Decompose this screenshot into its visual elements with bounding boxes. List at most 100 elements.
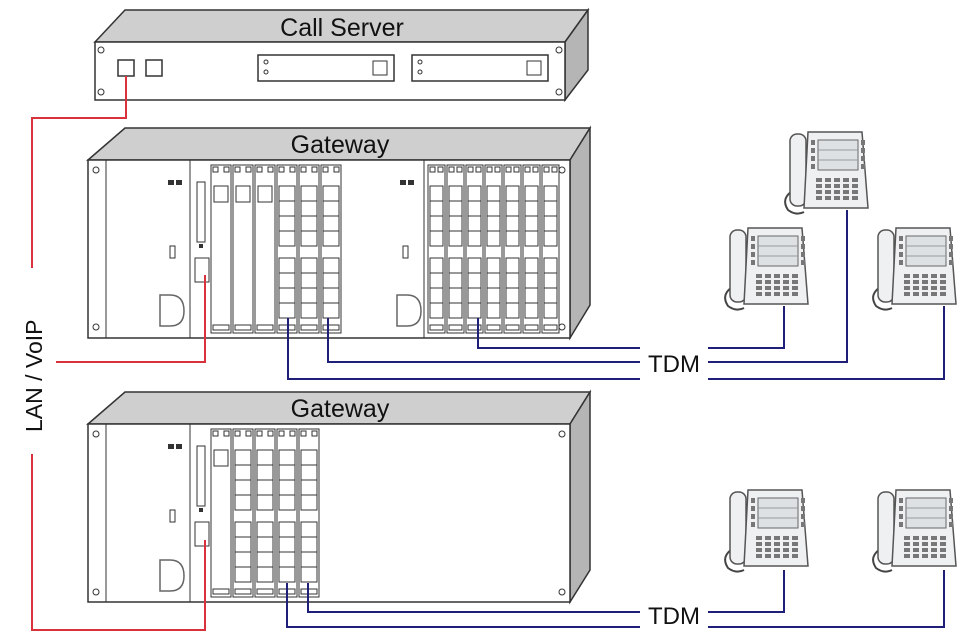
card-handle [256, 324, 274, 331]
line-card [210, 164, 232, 334]
card-handle [429, 324, 444, 331]
phone-key [843, 184, 849, 188]
phone-display [757, 497, 799, 529]
phone-key [899, 514, 903, 519]
phone-key [899, 498, 903, 503]
power-switch [169, 509, 176, 523]
phone-key [783, 554, 789, 558]
power-unit-d-logo [159, 294, 185, 327]
phone-key [825, 196, 831, 200]
port-block [235, 185, 251, 203]
phone-key [861, 140, 865, 145]
card-column-group [427, 164, 560, 334]
line-card [465, 164, 484, 334]
line-card [446, 164, 465, 334]
phone-key [783, 274, 789, 278]
card-led [551, 166, 558, 173]
phone-key [801, 244, 805, 249]
phone-key [843, 190, 849, 194]
phone-key [792, 542, 798, 546]
drive-led [417, 59, 423, 65]
card-handle [448, 324, 463, 331]
card-handle [524, 324, 539, 331]
phone-key [751, 260, 755, 265]
power-switch [402, 245, 409, 259]
phone-key [783, 286, 789, 290]
phone-key [922, 274, 928, 278]
card-led [289, 430, 296, 437]
line-card [320, 164, 342, 334]
phone-key [949, 236, 953, 241]
card-led [456, 166, 463, 173]
phone-key [904, 274, 910, 278]
card-handle [256, 588, 274, 595]
phone-key [751, 236, 755, 241]
phone-group [724, 131, 957, 573]
phone-key [774, 536, 780, 540]
port-block [213, 185, 229, 203]
tdm-line [708, 570, 945, 628]
phone-key [765, 548, 771, 552]
phone-key [783, 292, 789, 296]
phone-key [931, 542, 937, 546]
phone-handset [729, 229, 747, 303]
phone-key [861, 164, 865, 169]
gateway-2: Gateway [85, 389, 592, 605]
phone-cord [872, 547, 893, 573]
phone-key [913, 286, 919, 290]
line-card [484, 164, 503, 334]
desk-phone-icon [724, 489, 809, 573]
phone-key [834, 178, 840, 182]
card-led [437, 166, 444, 173]
phone-key [811, 140, 815, 145]
tdm-line [708, 306, 785, 349]
card-handle [543, 324, 558, 331]
card-led [311, 166, 318, 173]
phone-key [783, 542, 789, 546]
phone-key [774, 292, 780, 296]
tdm-line [327, 318, 640, 363]
power-switch [169, 245, 176, 259]
phone-key [922, 280, 928, 284]
phone-key [751, 244, 755, 249]
card-led [245, 430, 252, 437]
phone-display [905, 497, 947, 529]
control-card-port [194, 257, 210, 283]
phone-key [756, 274, 762, 278]
phone-key [852, 196, 858, 200]
phone-key [756, 292, 762, 296]
phone-key [843, 196, 849, 200]
rack-screw [97, 88, 105, 96]
phone-key [899, 236, 903, 241]
phone-key [792, 286, 798, 290]
phone-key [751, 252, 755, 257]
rack-screw [92, 166, 100, 174]
card-led [322, 166, 329, 173]
phone-key [843, 178, 849, 182]
phone-key [792, 292, 798, 296]
phone-key [913, 536, 919, 540]
phone-key [816, 190, 822, 194]
card-led [300, 166, 307, 173]
power-led [168, 444, 174, 449]
rack-screw [92, 588, 100, 596]
phone-key [940, 536, 946, 540]
phone-key [774, 280, 780, 284]
phone-cord [872, 285, 893, 311]
phone-key [940, 274, 946, 278]
phone-key [765, 280, 771, 284]
phone-key [940, 292, 946, 296]
phone-key [792, 554, 798, 558]
card-led [333, 166, 340, 173]
card-handle [234, 588, 252, 595]
tdm-line [708, 210, 848, 363]
card-led [223, 430, 230, 437]
phone-key [765, 536, 771, 540]
phone-key [899, 252, 903, 257]
card-led [505, 166, 512, 173]
phone-key [834, 196, 840, 200]
phone-key [931, 554, 937, 558]
phone-key [913, 292, 919, 296]
phone-key [783, 280, 789, 284]
